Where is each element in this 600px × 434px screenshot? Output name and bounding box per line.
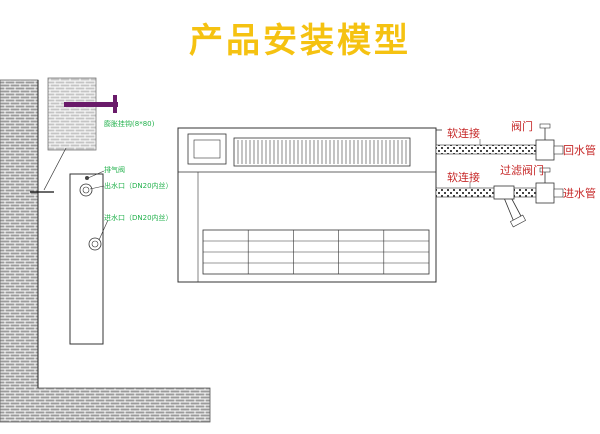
control-panel: [187, 133, 227, 165]
vent-valve-label: 排气阀: [104, 165, 125, 174]
expansion-bolt: [64, 102, 118, 107]
valve-label: 阀门: [511, 119, 533, 133]
inlet-fitting: [88, 237, 102, 251]
supply-hose: [435, 187, 537, 198]
return-pipe-label: 回水管: [563, 143, 596, 157]
filter-valve-handle: [539, 167, 551, 173]
supply-pipe-label: 进水管: [563, 186, 596, 200]
strainer-body: [493, 185, 515, 200]
return-hose: [435, 144, 537, 155]
outlet-fitting: [79, 183, 93, 197]
grille-frame: [233, 137, 411, 167]
expansion-bolt-head: [113, 95, 117, 113]
wall-detail-block: [47, 77, 97, 151]
return-valve-handle: [539, 123, 551, 129]
soft-connect-top-label: 软连接: [447, 126, 480, 140]
display-window: [193, 139, 221, 159]
inlet-label: 进水口（DN20内丝）: [104, 213, 173, 222]
filter-valve: [535, 182, 555, 204]
detail-leader: [43, 147, 67, 191]
outlet-label: 出水口（DN20内丝）: [104, 181, 173, 190]
return-valve: [535, 139, 555, 161]
diagram-title: 产品安装模型: [189, 21, 411, 61]
filter-valve-label: 过滤阀门: [500, 163, 544, 177]
vent-valve-point: [85, 176, 89, 180]
bracket-label: 膨胀挂钩(8*80): [104, 119, 155, 128]
unit-side-view: [69, 173, 104, 345]
bottom-panel-grid: [202, 229, 430, 275]
soft-connect-bottom-label: 软连接: [447, 170, 480, 184]
top-grille: [237, 140, 407, 164]
